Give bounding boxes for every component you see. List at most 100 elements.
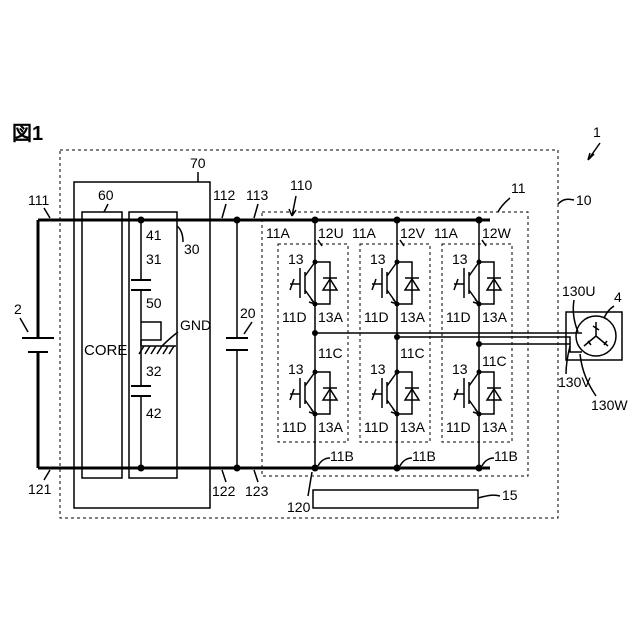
label-32: 32 — [146, 363, 162, 379]
leg-top-node — [476, 217, 483, 224]
leader-15 — [478, 495, 500, 498]
ground-symbol — [139, 346, 176, 354]
label-50: 50 — [146, 295, 162, 311]
label-2: 2 — [14, 301, 22, 317]
capacitor-31-plates — [131, 280, 151, 290]
label-node-upper: 13A — [318, 309, 344, 325]
label-121: 121 — [28, 481, 52, 497]
label-60: 60 — [98, 187, 114, 203]
label-113: 113 — [246, 187, 269, 203]
leader-20 — [244, 322, 252, 334]
leader-1 — [588, 143, 600, 160]
label-120: 120 — [287, 499, 311, 515]
label-10: 10 — [576, 192, 592, 208]
upper-gate-arrow — [454, 279, 464, 290]
upper-igbt-symbol — [382, 262, 397, 304]
lower-node-b — [313, 412, 318, 417]
label-diode-upper: 11D — [364, 309, 389, 325]
lower-gate-arrow — [372, 389, 382, 400]
label-node-upper: 13A — [400, 309, 426, 325]
lower-gate-arrow — [454, 389, 464, 400]
lower-igbt-symbol — [300, 372, 315, 414]
label-122: 122 — [212, 483, 236, 499]
label-111: 111 — [28, 192, 49, 208]
label-node-lower: 13A — [482, 419, 508, 435]
leader-121 — [44, 470, 50, 480]
capacitor-20-plates — [226, 338, 248, 350]
leader-123 — [254, 470, 258, 482]
label-phase: 12W — [482, 225, 512, 241]
label-switch-lower: 13 — [370, 361, 386, 377]
phase-leg-u: 11A 12U 13 11D 13A 11C 13 11D 13A 11B — [266, 217, 354, 472]
upper-igbt-symbol — [300, 262, 315, 304]
leg-top-node — [312, 217, 319, 224]
leader-bottom — [400, 458, 412, 466]
label-bottom: 11B — [494, 448, 518, 464]
label-130w: 130W — [591, 397, 628, 413]
label-110: 110 — [290, 177, 313, 193]
lower-node-a — [313, 370, 318, 375]
upper-gate-arrow — [290, 279, 300, 290]
battery-symbol — [22, 338, 54, 352]
leader-bottom — [482, 458, 494, 466]
core-text: CORE — [84, 342, 127, 359]
label-mid: 11C — [400, 345, 425, 361]
label-diode-lower: 11D — [446, 419, 471, 435]
upper-node-b — [477, 302, 482, 307]
label-bottom: 11B — [412, 448, 436, 464]
label-upper-a: 11A — [352, 225, 377, 241]
wire-130v — [397, 337, 570, 344]
leader-110 — [289, 196, 296, 216]
lower-node-a — [395, 370, 400, 375]
leader-113 — [254, 204, 258, 218]
label-15: 15 — [502, 487, 518, 503]
upper-node-a — [395, 260, 400, 265]
lower-igbt-symbol — [464, 372, 479, 414]
label-41: 41 — [146, 227, 162, 243]
label-node-lower: 13A — [400, 419, 426, 435]
label-upper-a: 11A — [266, 225, 291, 241]
label-node-lower: 13A — [318, 419, 344, 435]
label-switch-upper: 13 — [452, 251, 468, 267]
node-c20-bottom — [234, 465, 241, 472]
label-130u: 130U — [562, 283, 595, 299]
controller-box-15 — [313, 490, 478, 508]
upper-node-b — [313, 302, 318, 307]
label-switch-lower: 13 — [452, 361, 468, 377]
leader-11 — [498, 198, 510, 212]
label-phase: 12U — [318, 225, 344, 241]
capacitor-32-plates — [131, 386, 151, 396]
leader-30 — [177, 226, 183, 242]
lower-node-b — [395, 412, 400, 417]
ground-branch-50 — [141, 322, 161, 340]
label-20: 20 — [240, 305, 256, 321]
label-1: 1 — [593, 124, 601, 140]
node-y-bottom — [138, 465, 145, 472]
leader-112 — [222, 204, 226, 218]
label-gnd: GND — [180, 317, 211, 333]
label-112: 112 — [213, 187, 236, 203]
label-phase: 12V — [400, 225, 426, 241]
leader-122 — [222, 470, 226, 482]
label-30: 30 — [184, 241, 200, 257]
node-c20-top — [234, 217, 241, 224]
lower-gate-arrow — [290, 389, 300, 400]
upper-gate-arrow — [372, 279, 382, 290]
label-42: 42 — [146, 405, 162, 421]
label-diode-lower: 11D — [364, 419, 389, 435]
leader-111 — [44, 208, 50, 218]
upper-node-a — [313, 260, 318, 265]
label-diode-lower: 11D — [282, 419, 307, 435]
phase-leg-v: 11A 12V 13 11D 13A 11C 13 11D 13A 11B — [352, 217, 436, 472]
label-mid: 11C — [318, 345, 343, 361]
leader-2 — [20, 318, 28, 332]
label-upper-a: 11A — [434, 225, 459, 241]
leader-10 — [558, 199, 574, 204]
leader-120 — [308, 472, 312, 496]
label-diode-upper: 11D — [446, 309, 471, 325]
label-node-upper: 13A — [482, 309, 508, 325]
lower-igbt-symbol — [382, 372, 397, 414]
label-11: 11 — [511, 180, 526, 196]
upper-node-b — [395, 302, 400, 307]
